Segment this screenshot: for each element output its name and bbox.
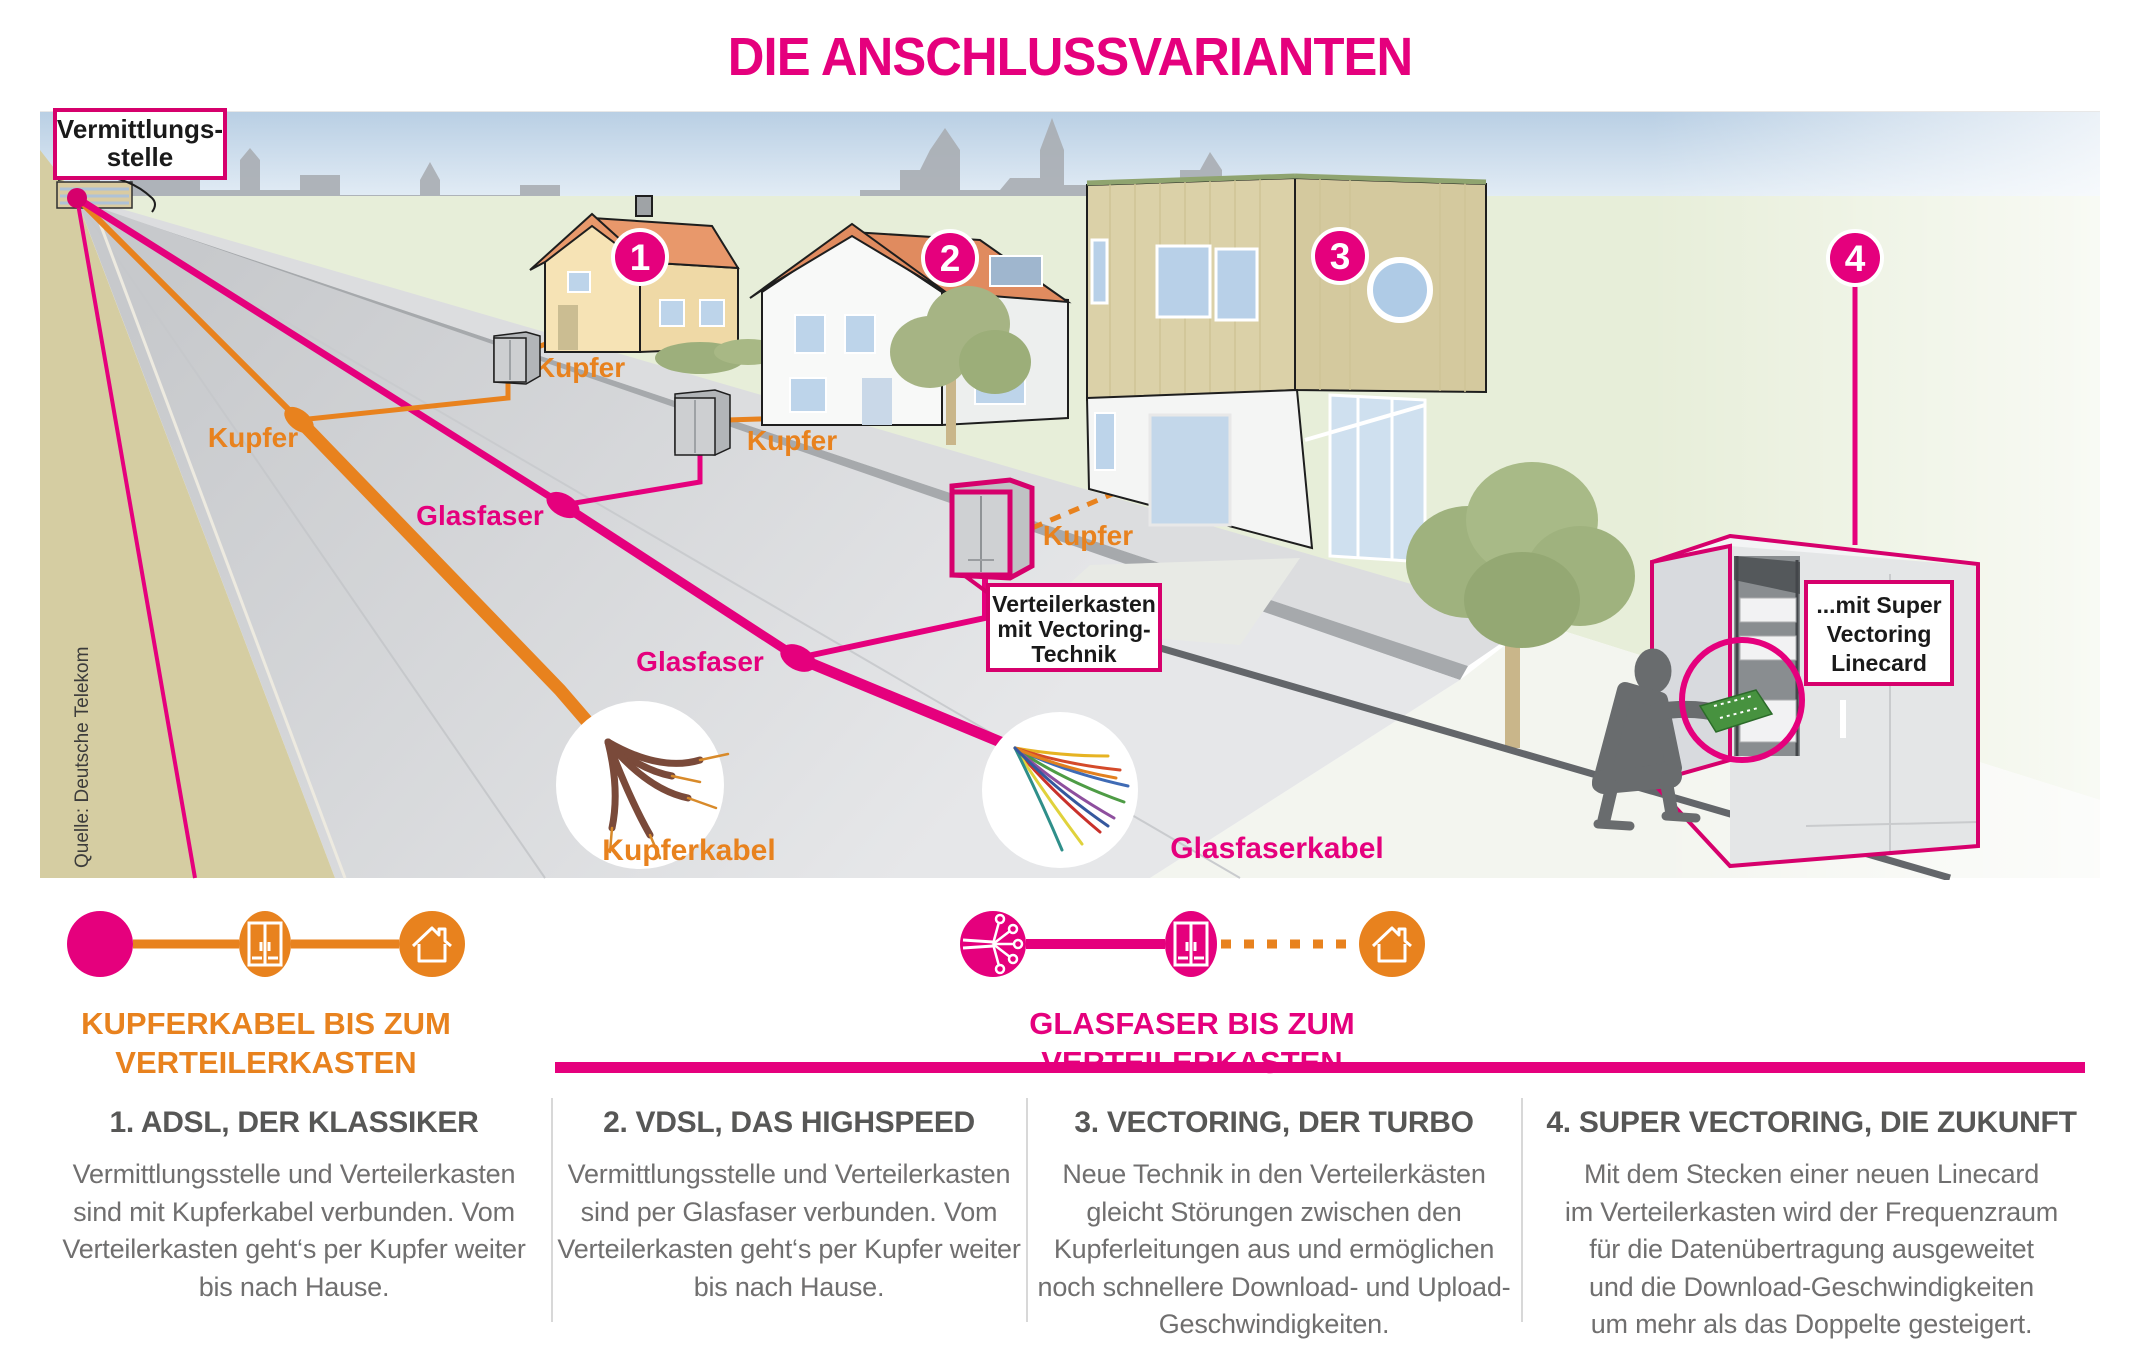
body-line: und die Download-Geschwindigkeiten — [1589, 1271, 2034, 1302]
column-vectoring-heading: 3. VECTORING, DER TURBO — [1074, 1106, 1474, 1139]
linecard-callout: ...mit Super Vectoring Linecard — [1804, 580, 1954, 686]
body-line: gleicht Störungen zwischen den — [1086, 1196, 1462, 1227]
body-line: sind mit Kupferkabel verbunden. Vom — [73, 1196, 515, 1227]
copper-dashed-branch-house3 — [1031, 487, 1123, 531]
body-line: um mehr als das Doppelte gesteigert. — [1590, 1309, 2033, 1339]
body-line: bis nach Hause. — [198, 1271, 390, 1302]
verge-line — [93, 209, 347, 879]
badge-4: 4 — [1845, 238, 1866, 279]
technician-silhouette — [1592, 648, 1734, 831]
fiber-cable-label: Glasfaserkabel — [1170, 832, 1383, 865]
copper-legend-heading: KUPFERKABEL BIS ZUM VERTEILERKASTEN — [40, 1004, 492, 1082]
fiber-trunk — [560, 501, 801, 662]
column-divider — [551, 1098, 553, 1322]
linecard-highlight-circle — [1679, 637, 1805, 763]
column-vdsl-heading: 2. VDSL, DAS HIGHSPEED — [603, 1106, 975, 1139]
body-line: Verteilerkasten geht‘s per Kupfer weiter — [557, 1234, 1021, 1264]
vectoring-box-callout: Verteilerkasten mit Vectoring- Technik — [986, 583, 1162, 672]
column-adsl: 1. ADSL, DER KLASSIKER Vermittlungsstell… — [40, 1106, 548, 1306]
roadside-verge — [40, 150, 335, 878]
linecard-label-line3: Linecard — [1831, 650, 1927, 676]
copper-cable-label: Kupferkabel — [602, 834, 775, 867]
badge-3: 3 — [1330, 236, 1351, 277]
vectoring-label-line1: Verteilerkasten — [992, 591, 1156, 617]
linecard — [1698, 689, 1774, 733]
body-line: für die Datenübertragung ausgeweitet — [1589, 1234, 2034, 1264]
body-line: Vermittlungsstelle und Verteilerkasten — [72, 1159, 516, 1189]
body-line: Neue Technik in den Verteilerkästen — [1062, 1159, 1486, 1189]
distribution-box-1 — [493, 331, 541, 385]
fiber-section-bar — [555, 1062, 2085, 1073]
copper-street-label: Kupfer — [208, 422, 298, 453]
copper-branch3-label: Kupfer — [1043, 520, 1133, 551]
copper-trunk — [74, 195, 302, 423]
column-divider — [1521, 1098, 1523, 1322]
distribution-box-2 — [674, 389, 731, 456]
cable-network — [67, 188, 1123, 879]
body-line: Mit dem Stecken einer neuen Linecard — [1583, 1159, 2040, 1189]
column-super-vectoring: 4. SUPER VECTORING, DIE ZUKUNFT Mit dem … — [1523, 1106, 2100, 1344]
fiber-branch-box2 — [562, 455, 703, 508]
badge-2: 2 — [940, 238, 961, 279]
linecard-label-line2: Vectoring — [1827, 621, 1932, 647]
column-super-vectoring-heading: 4. SUPER VECTORING, DIE ZUKUNFT — [1546, 1106, 2077, 1139]
copper-branch-box1 — [298, 382, 511, 423]
copper-cable-closeup: Kupferkabel — [556, 701, 776, 869]
fiber-label-2: Glasfaser — [636, 646, 764, 677]
body-line: noch schnellere Download- und Upload- — [1037, 1271, 1511, 1302]
house-number-badges: 1 2 3 4 — [611, 227, 1884, 545]
legend-icons — [67, 911, 1425, 977]
body-line: bis nach Hause. — [693, 1271, 885, 1302]
column-divider — [1026, 1098, 1028, 1322]
connection-variants-scene: Quelle: Deutsche Telekom — [40, 108, 2100, 880]
fiber-trunk — [75, 195, 565, 508]
vectoring-label-line2: mit Vectoring- — [997, 616, 1150, 642]
fiber-junction — [780, 644, 816, 672]
copper-branch2-label: Kupfer — [747, 425, 837, 456]
body-line: sind per Glasfaser verbunden. Vom — [580, 1196, 998, 1227]
body-line: Verteilerkasten geht‘s per Kupfer weiter — [62, 1234, 526, 1264]
copper-legend-line2: VERTEILERKASTEN — [115, 1045, 417, 1080]
fiber-label-1: Glasfaser — [416, 500, 544, 531]
fiber-edge-line — [75, 197, 197, 879]
body-line: im Verteilerkasten wird der Frequenzraum — [1564, 1196, 2059, 1227]
column-adsl-heading: 1. ADSL, DER KLASSIKER — [109, 1106, 479, 1139]
copper-branch1-label: Kupfer — [535, 352, 625, 383]
column-vdsl: 2. VDSL, DAS HIGHSPEED Vermittlungsstell… — [553, 1106, 1025, 1306]
fiber-cable-closeup: Glasfaserkabel — [982, 712, 1384, 868]
vectoring-distribution-box — [949, 477, 1035, 600]
copper-legend-line1: KUPFERKABEL BIS ZUM — [81, 1006, 451, 1041]
legend-copper-chain — [67, 911, 465, 977]
exchange-callout: Vermittlungs- stelle — [53, 108, 227, 180]
body-line: Vermittlungsstelle und Verteilerkasten — [567, 1159, 1011, 1189]
grass-field — [40, 196, 2100, 800]
page-title: DIE ANSCHLUSSVARIANTEN — [727, 27, 1413, 87]
vectoring-label-line3: Technik — [1031, 641, 1116, 667]
tree-front-house-2 — [890, 286, 1031, 445]
exchange-label-line2: stelle — [107, 142, 174, 172]
sidewalk — [77, 196, 1535, 666]
linecard-label-line1: ...mit Super — [1816, 592, 1941, 618]
badge-1: 1 — [630, 237, 651, 278]
lane-line — [76, 199, 546, 879]
exchange-label-line1: Vermittlungs- — [57, 114, 223, 144]
tree-right-of-house-3 — [1406, 462, 1635, 748]
fiber-junction — [546, 491, 580, 519]
exchange-node — [67, 188, 87, 208]
street — [77, 200, 1460, 878]
body-line: Kupferleitungen aus und ermöglichen — [1053, 1234, 1495, 1264]
body-line: Geschwindigkeiten. — [1158, 1309, 1390, 1339]
copper-junction — [284, 406, 314, 434]
legend-fiber-chain — [960, 911, 1425, 977]
fiber-trunk — [795, 652, 1018, 754]
column-vectoring: 3. VECTORING, DER TURBO Neue Technik in … — [1028, 1106, 1520, 1344]
source-credit: Quelle: Deutsche Telekom — [72, 647, 93, 868]
